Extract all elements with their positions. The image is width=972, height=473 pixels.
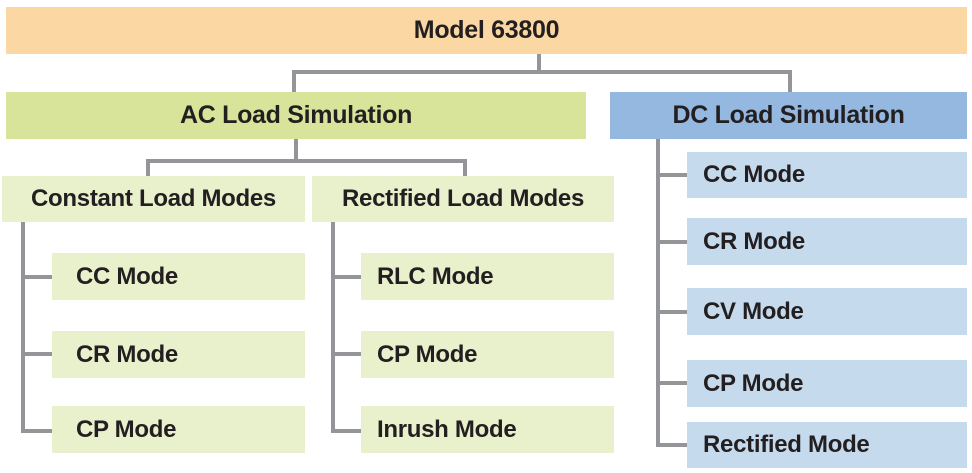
constant-load-modes-node: Constant Load Modes: [2, 176, 305, 222]
mode-label: CP Mode: [76, 415, 177, 443]
connector-rectified-cp: [331, 352, 361, 356]
ac-label: AC Load Simulation: [179, 101, 413, 129]
mode-label: CP Mode: [377, 340, 478, 368]
mode-label: Rectified Mode: [703, 431, 870, 458]
rectified-load-modes-label: Rectified Load Modes: [341, 185, 585, 212]
dc-load-simulation-node: DC Load Simulation: [610, 92, 967, 139]
connector-dc-cr: [656, 240, 687, 244]
dc-label: DC Load Simulation: [672, 101, 905, 129]
ac-load-simulation-node: AC Load Simulation: [6, 92, 586, 139]
mode-label: CR Mode: [703, 227, 805, 255]
ac-constant-cp-mode: CP Mode: [52, 406, 305, 453]
connector-to-constant: [146, 159, 150, 176]
connector-root-down: [537, 54, 541, 71]
connector-constant-cc: [21, 275, 52, 279]
connector-rectified-inrush: [331, 429, 361, 433]
mode-label: CV Mode: [703, 297, 804, 325]
connector-rectified-rlc: [331, 275, 361, 279]
mode-label: CC Mode: [703, 161, 805, 188]
mode-label: CC Mode: [76, 262, 178, 290]
ac-constant-cr-mode: CR Mode: [52, 331, 305, 378]
connector-root-horizontal: [292, 70, 792, 74]
connector-constant-cp: [21, 429, 52, 433]
ac-constant-cc-mode: CC Mode: [52, 253, 305, 300]
connector-ac-horizontal: [146, 159, 466, 163]
root-node: Model 63800: [6, 7, 967, 54]
ac-rectified-rlc-mode: RLC Mode: [361, 253, 614, 300]
constant-load-modes-label: Constant Load Modes: [31, 185, 276, 212]
mode-label: CR Mode: [76, 340, 178, 368]
root-label: Model 63800: [413, 16, 560, 44]
mode-label: CP Mode: [703, 369, 804, 397]
connector-rectified-vertical: [331, 222, 335, 433]
dc-cp-mode: CP Mode: [687, 360, 967, 407]
connector-constant-vertical: [21, 222, 25, 433]
connector-dc-cc: [656, 173, 687, 177]
connector-ac-down: [294, 139, 298, 162]
mode-label: RLC Mode: [377, 262, 494, 290]
ac-rectified-cp-mode: CP Mode: [361, 331, 614, 378]
connector-to-rectified: [463, 159, 467, 176]
dc-cr-mode: CR Mode: [687, 218, 967, 265]
mode-label: Inrush Mode: [377, 415, 517, 443]
connector-dc-rectified: [656, 443, 687, 447]
dc-cc-mode: CC Mode: [687, 152, 967, 198]
ac-rectified-inrush-mode: Inrush Mode: [361, 406, 614, 453]
rectified-load-modes-node: Rectified Load Modes: [312, 176, 614, 222]
connector-constant-cr: [21, 352, 52, 356]
dc-rectified-mode: Rectified Mode: [687, 422, 967, 468]
connector-to-dc: [788, 70, 792, 92]
connector-dc-vertical: [656, 139, 660, 447]
dc-cv-mode: CV Mode: [687, 288, 967, 335]
connector-dc-cv: [656, 310, 687, 314]
connector-to-ac: [292, 70, 296, 92]
connector-dc-cp: [656, 381, 687, 385]
